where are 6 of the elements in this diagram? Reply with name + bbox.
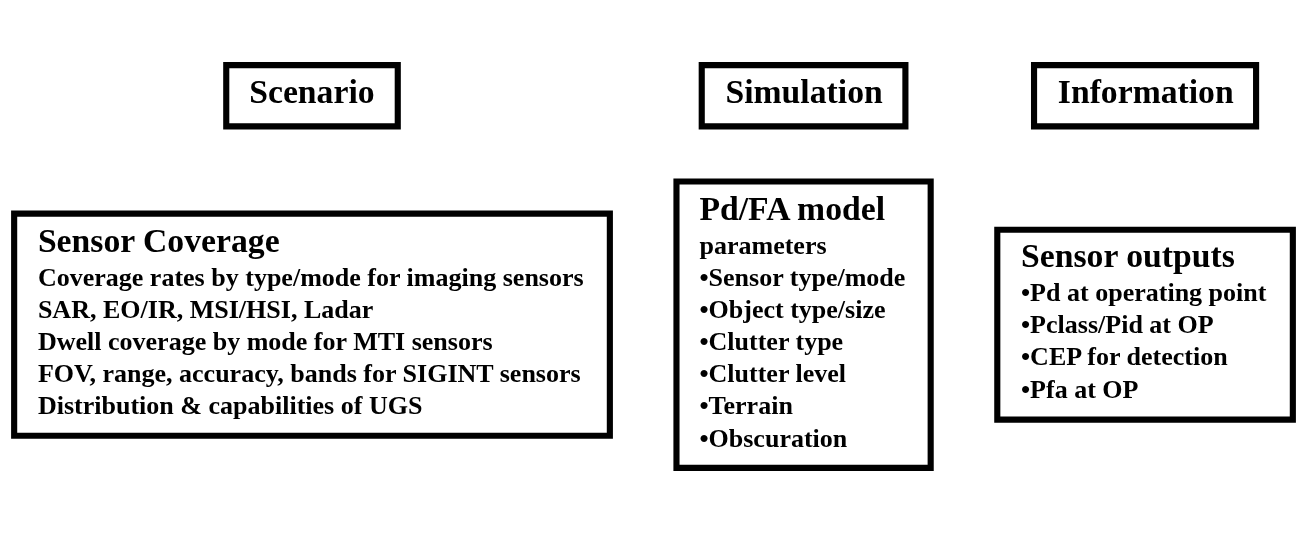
- node-box: Sensor outputs •Pd at operating point •Pclass/Pid at OP •CEP for detection •Pfa at OP: [994, 226, 1296, 423]
- node-box: Information: [1030, 62, 1260, 130]
- node-box: Sensor Coverage Coverage rates by type/mode for imaging sensors SAR, EO/IR, MSI/HSI, Ladar Dwell coverage by mode for MTI sensors FOV, range, accuracy, bands for SIGINT sensors Distribution & capabilities of UGS: [11, 210, 613, 439]
- node-box: Pd/FA model parameters •Sensor type/mode •Object type/size •Clutter type •Clutter level •Terrain •Obscuration: [673, 178, 934, 471]
- node-box: Scenario: [223, 62, 401, 130]
- node-box: Simulation: [698, 62, 909, 130]
